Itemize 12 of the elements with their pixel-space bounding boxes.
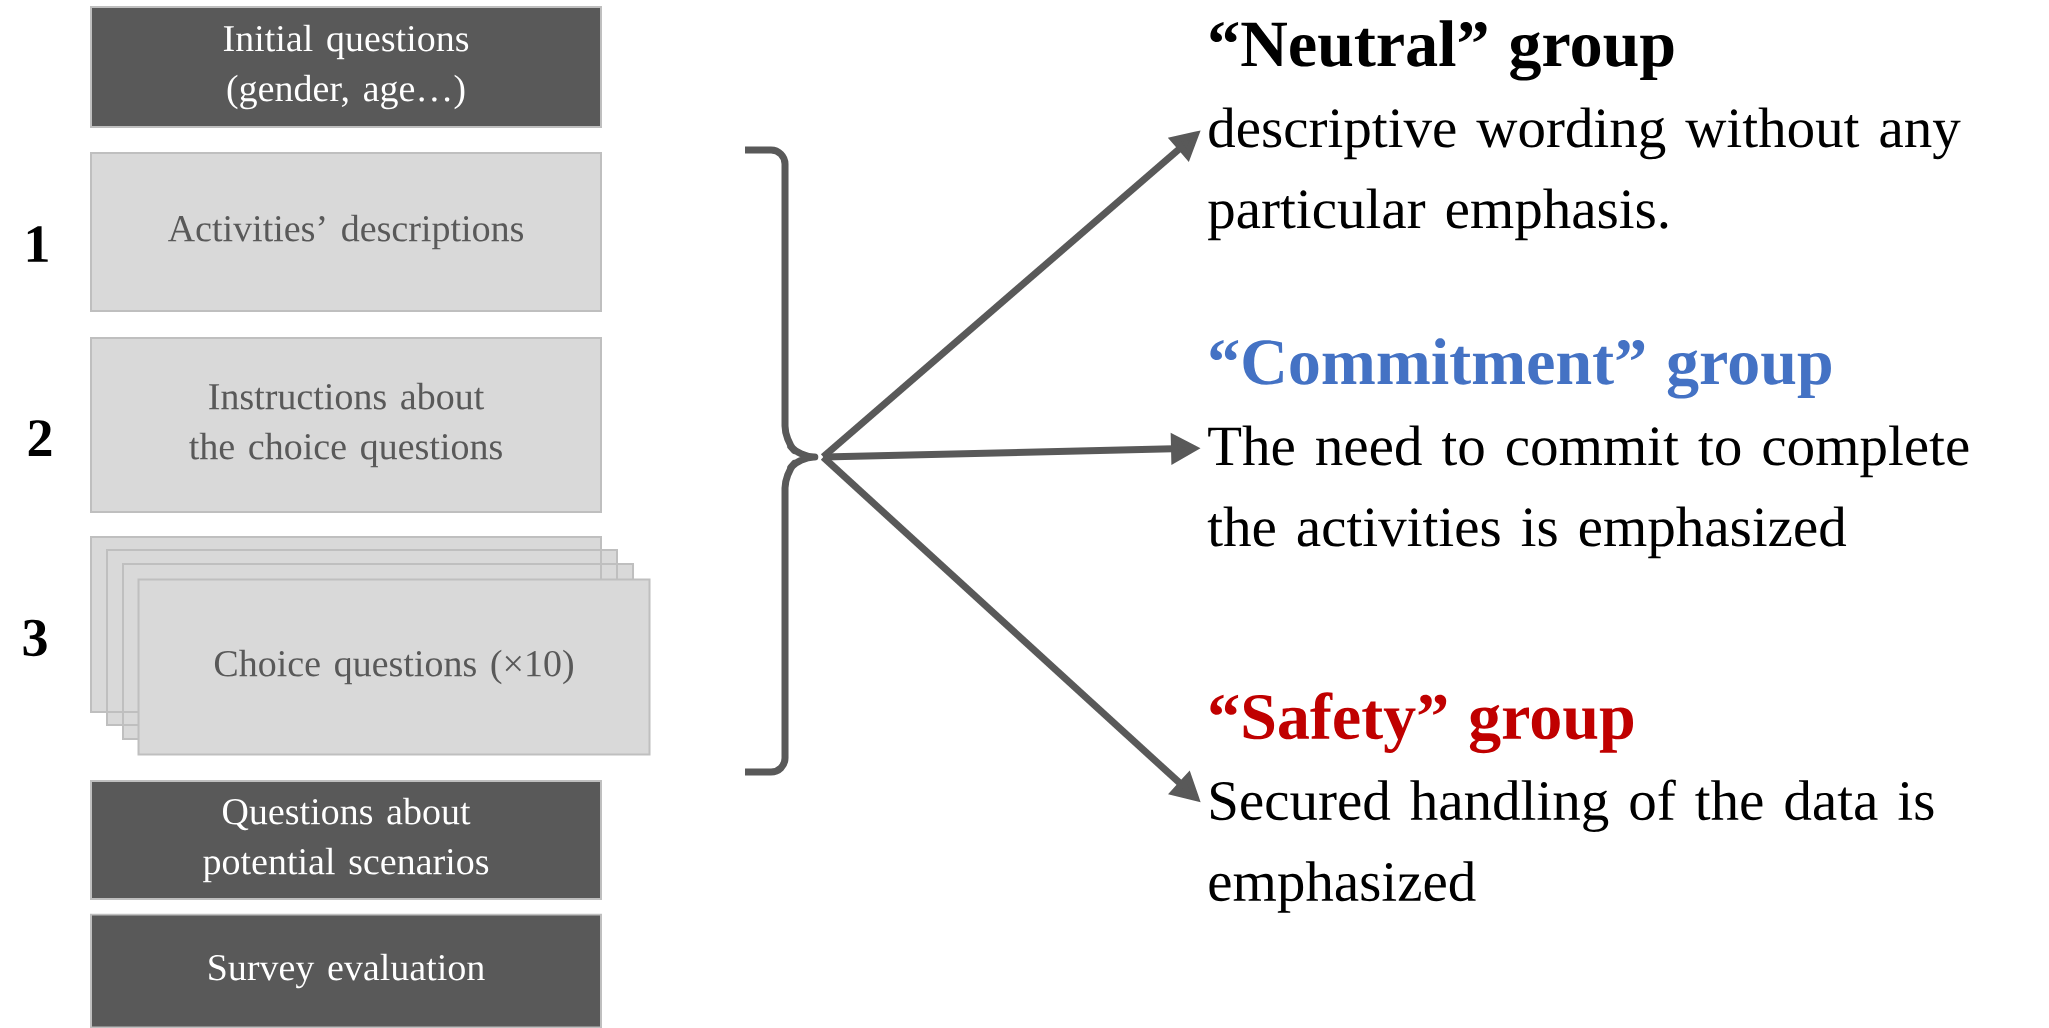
question-box: Survey evaluation — [90, 913, 602, 1028]
step-number: 3 — [23, 619, 47, 657]
question-box: Initial questions (gender, age…) — [90, 6, 602, 128]
group-description: “Neutral” group descriptive wording without any particular emphasis. — [1208, 20, 1961, 241]
group-description: “Commitment” group The need to commit to complete the activities is emphasized — [1207, 338, 1969, 559]
question-box: Instructions about the choice questions — [90, 337, 602, 513]
step-number: 2 — [28, 420, 52, 456]
question-box: Choice questions (×10) — [137, 578, 651, 756]
group-description: “Safety” group Secured handling of the data is emphasized — [1209, 692, 1934, 913]
step-number: 1 — [27, 226, 48, 262]
question-box: Questions about potential scenarios — [90, 780, 602, 900]
question-box: Activities’ descriptions — [90, 152, 602, 312]
